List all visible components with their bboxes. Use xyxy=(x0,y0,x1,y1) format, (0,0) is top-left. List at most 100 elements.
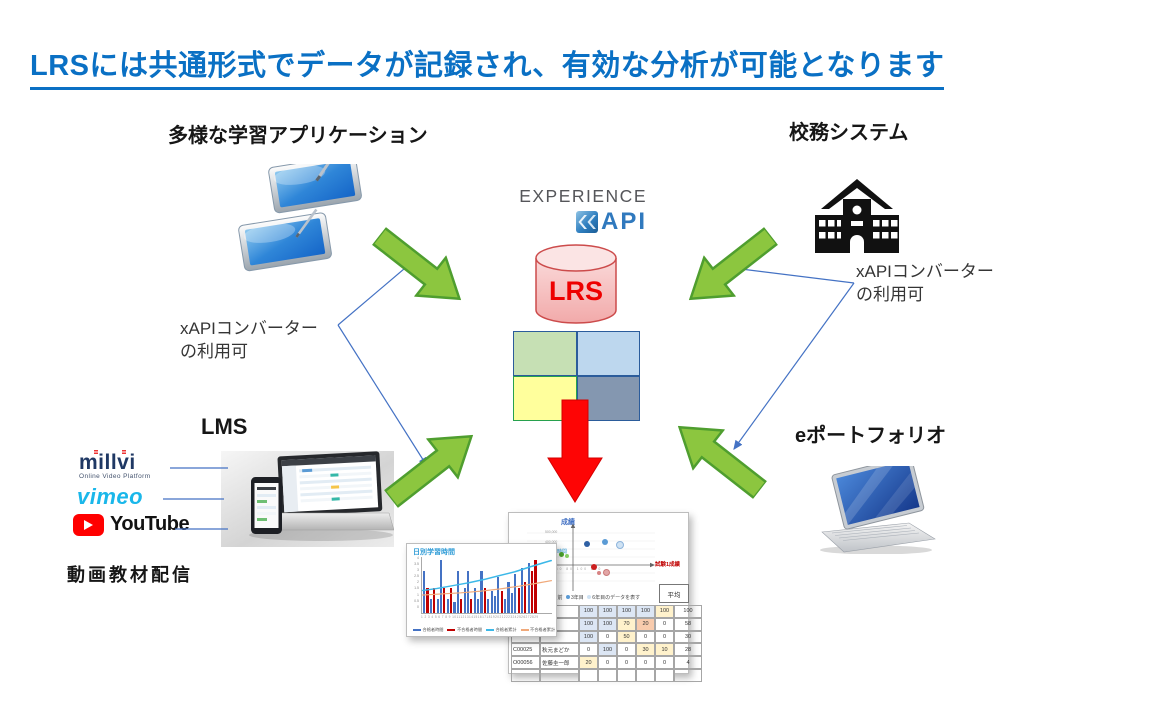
laptop-eportfolio-image xyxy=(820,466,936,554)
bar xyxy=(510,593,513,613)
bar xyxy=(534,559,537,613)
label-eportfolio: eポートフォリオ xyxy=(795,425,947,447)
youtube-play-icon xyxy=(73,513,104,536)
label-learning-apps: 多様な学習アプリケーション xyxy=(168,125,428,147)
bar xyxy=(490,590,493,613)
bar xyxy=(480,571,483,613)
bar-chart-legend: 合格者時間不合格者時間合格者累計不合格者累計 xyxy=(413,627,555,633)
bar xyxy=(423,571,426,613)
school-icon xyxy=(815,179,899,253)
bar xyxy=(446,599,449,613)
bar xyxy=(453,601,456,613)
bar xyxy=(436,599,439,613)
quadrant-cell-green xyxy=(513,331,577,376)
youtube-logo: YouTube xyxy=(73,513,190,536)
page-title: LRSには共通形式でデータが記録され、有効な分析が可能となります xyxy=(30,42,945,90)
scatter-dot xyxy=(559,552,564,557)
scatter-ytick: 400,000 xyxy=(545,540,558,544)
bar xyxy=(524,582,527,613)
bar xyxy=(531,571,534,613)
bar xyxy=(443,587,446,613)
youtube-wordmark: YouTube xyxy=(110,513,190,535)
note-line: の利用可 xyxy=(856,284,924,304)
scatter-xticks: 20 40 60 80 100 120 xyxy=(535,567,603,571)
scatter-dot xyxy=(616,541,624,549)
scatter-dot xyxy=(591,564,597,570)
bar-chart-lines xyxy=(422,559,552,596)
note-xapi-converter-right: xAPIコンバーター の利用可 xyxy=(856,261,994,307)
bar-chart-xaxis: 1 2 3 4 5 6 7 8 9 1011121314151617181920… xyxy=(421,615,539,619)
scatter-dot xyxy=(584,541,590,547)
note-line: xAPIコンバーター xyxy=(180,319,318,338)
bar-chart-plot xyxy=(421,557,552,614)
bar xyxy=(507,582,510,613)
xapi-logo: EXPERIENCE API xyxy=(505,186,647,236)
label-school-system: 校務システム xyxy=(789,122,909,144)
scatter-dot xyxy=(603,569,610,576)
scatter-overlay-label: 学習時間 xyxy=(547,549,568,555)
bar xyxy=(450,587,453,613)
fail-cumulative-line xyxy=(422,580,552,596)
legend-item: 合格者累計 xyxy=(486,627,517,633)
bar-chart-title: 日別学習時間 xyxy=(413,549,455,556)
down-arrow xyxy=(547,399,603,503)
bar xyxy=(500,590,503,613)
scatter-dot xyxy=(565,554,569,558)
arrow-apps-to-lrs xyxy=(363,215,477,320)
bar xyxy=(456,571,459,613)
laptop-lms-image xyxy=(221,451,394,547)
bar xyxy=(463,587,466,613)
lrs-database-cylinder: LRS xyxy=(535,244,617,324)
millvi-wordmark: millvi xyxy=(79,450,136,474)
vimeo-logo: vimeo xyxy=(77,484,144,509)
bar xyxy=(477,599,480,613)
bar xyxy=(520,568,524,613)
millvi-red-tick xyxy=(94,450,98,455)
legend-item: 不合格者時間 xyxy=(447,627,482,633)
bar xyxy=(517,587,520,613)
bar xyxy=(504,599,507,613)
api-text: API xyxy=(600,208,647,235)
experience-text: EXPERIENCE xyxy=(519,186,647,206)
bar-chart-bars xyxy=(422,557,552,613)
table-avg-header: 平均 xyxy=(659,584,689,603)
scatter-dot xyxy=(597,571,601,575)
bar xyxy=(527,562,530,613)
label-video-distribution: 動画教材配信 xyxy=(67,565,193,585)
note-line: xAPIコンバーター xyxy=(856,262,994,281)
bar xyxy=(429,599,432,613)
bar xyxy=(473,587,476,613)
millvi-logo: millvi Online Video Platform xyxy=(79,450,151,481)
scatter-dot xyxy=(602,539,608,545)
lrs-label: LRS xyxy=(549,276,603,306)
label-lms: LMS xyxy=(201,414,248,439)
arrow-school-to-lrs xyxy=(673,215,787,320)
tablet-devices-icon xyxy=(238,164,362,272)
table-row xyxy=(511,668,702,682)
scatter-title: 成績 xyxy=(561,519,575,526)
legend-item: 合格者時間 xyxy=(413,627,443,633)
bar xyxy=(483,587,486,613)
bar xyxy=(433,587,436,613)
arrow-eportfolio-to-lrs xyxy=(662,405,776,510)
legend-item: 不合格者累計 xyxy=(520,627,555,633)
bar xyxy=(460,599,463,613)
arrow-lms-to-lrs xyxy=(375,414,489,519)
bar xyxy=(426,587,429,613)
millvi-subtitle: Online Video Platform xyxy=(79,473,151,480)
bar xyxy=(487,599,490,613)
scatter-xlabel: 試験1成績 xyxy=(655,562,681,568)
bar xyxy=(470,599,473,613)
pass-cumulative-line xyxy=(422,559,552,592)
quadrant-cell-lightblue xyxy=(576,331,640,376)
xapi-chevron-icon xyxy=(575,211,598,233)
bar xyxy=(514,573,517,613)
bar xyxy=(439,559,443,613)
